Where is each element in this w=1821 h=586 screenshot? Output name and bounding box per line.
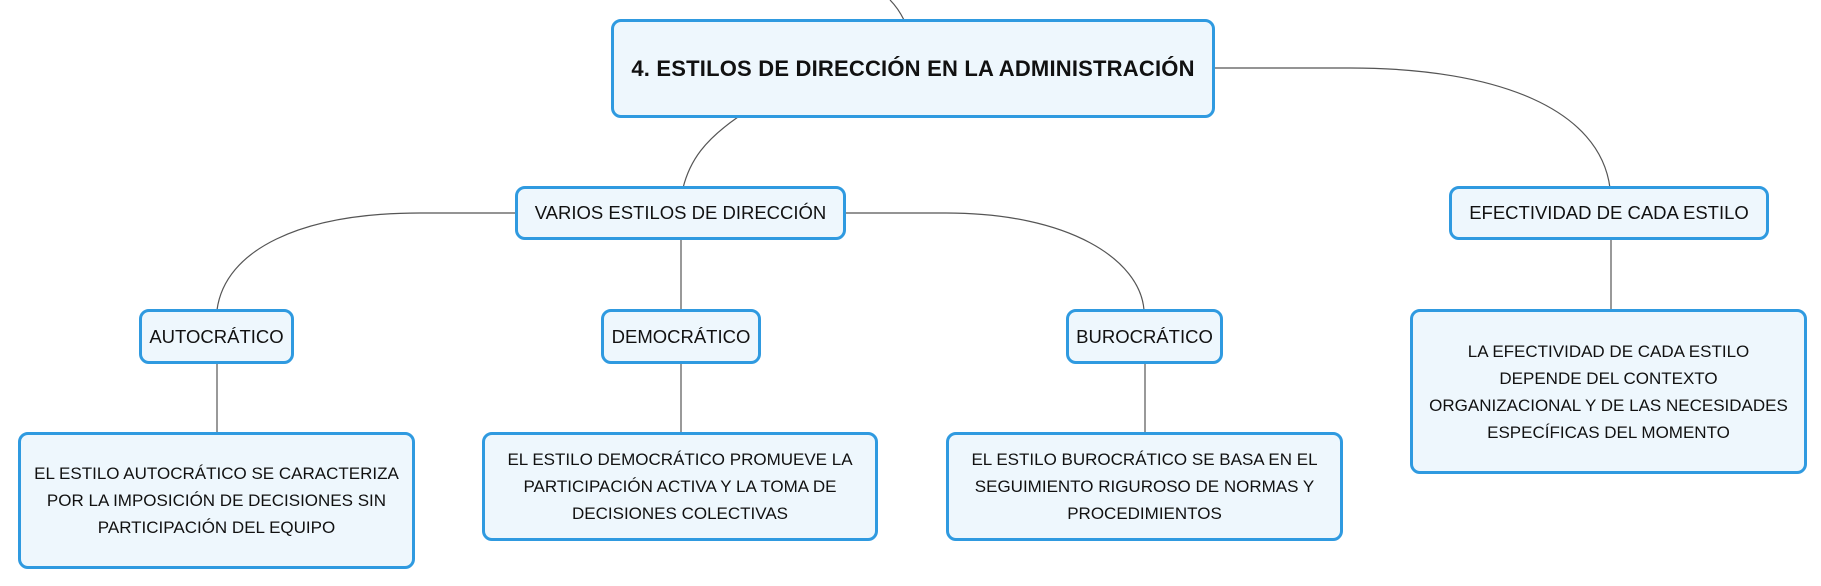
connector-varios-autocratico xyxy=(216,212,516,311)
connector-root-efectividad xyxy=(1214,67,1611,189)
node-autocratico-description-text: EL ESTILO AUTOCRÁTICO SE CARACTERIZA POR… xyxy=(34,464,399,537)
node-burocratico-label: BUROCRÁTICO xyxy=(1076,325,1213,347)
node-varios-estilos[interactable]: VARIOS ESTILOS DE DIRECCIÓN xyxy=(515,186,846,240)
connector-varios-burocratico xyxy=(846,212,1145,311)
node-efectividad-description[interactable]: LA EFECTIVIDAD DE CADA ESTILO DEPENDE DE… xyxy=(1410,309,1807,474)
node-autocratico-description[interactable]: EL ESTILO AUTOCRÁTICO SE CARACTERIZA POR… xyxy=(18,432,415,569)
node-burocratico-description[interactable]: EL ESTILO BUROCRÁTICO SE BASA EN EL SEGU… xyxy=(946,432,1343,541)
node-efectividad-description-text: LA EFECTIVIDAD DE CADA ESTILO DEPENDE DE… xyxy=(1429,341,1788,442)
node-autocratico[interactable]: AUTOCRÁTICO xyxy=(139,309,294,364)
root-node[interactable]: 4. ESTILOS DE DIRECCIÓN EN LA ADMINISTRA… xyxy=(611,19,1215,118)
node-burocratico-description-text: EL ESTILO BUROCRÁTICO SE BASA EN EL SEGU… xyxy=(971,450,1318,523)
node-democratico[interactable]: DEMOCRÁTICO xyxy=(601,309,761,364)
connector-parent-root xyxy=(889,0,905,21)
root-node-label: 4. ESTILOS DE DIRECCIÓN EN LA ADMINISTRA… xyxy=(631,55,1195,81)
node-varios-estilos-label: VARIOS ESTILOS DE DIRECCIÓN xyxy=(534,202,827,223)
node-democratico-description[interactable]: EL ESTILO DEMOCRÁTICO PROMUEVE LA PARTIC… xyxy=(482,432,878,541)
connector-root-varios xyxy=(682,116,739,189)
node-efectividad-label: EFECTIVIDAD DE CADA ESTILO xyxy=(1469,202,1749,223)
node-efectividad[interactable]: EFECTIVIDAD DE CADA ESTILO xyxy=(1449,186,1769,240)
node-democratico-label: DEMOCRÁTICO xyxy=(611,325,751,347)
node-autocratico-label: AUTOCRÁTICO xyxy=(149,325,284,347)
node-democratico-description-text: EL ESTILO DEMOCRÁTICO PROMUEVE LA PARTIC… xyxy=(507,450,853,523)
node-burocratico[interactable]: BUROCRÁTICO xyxy=(1066,309,1223,364)
